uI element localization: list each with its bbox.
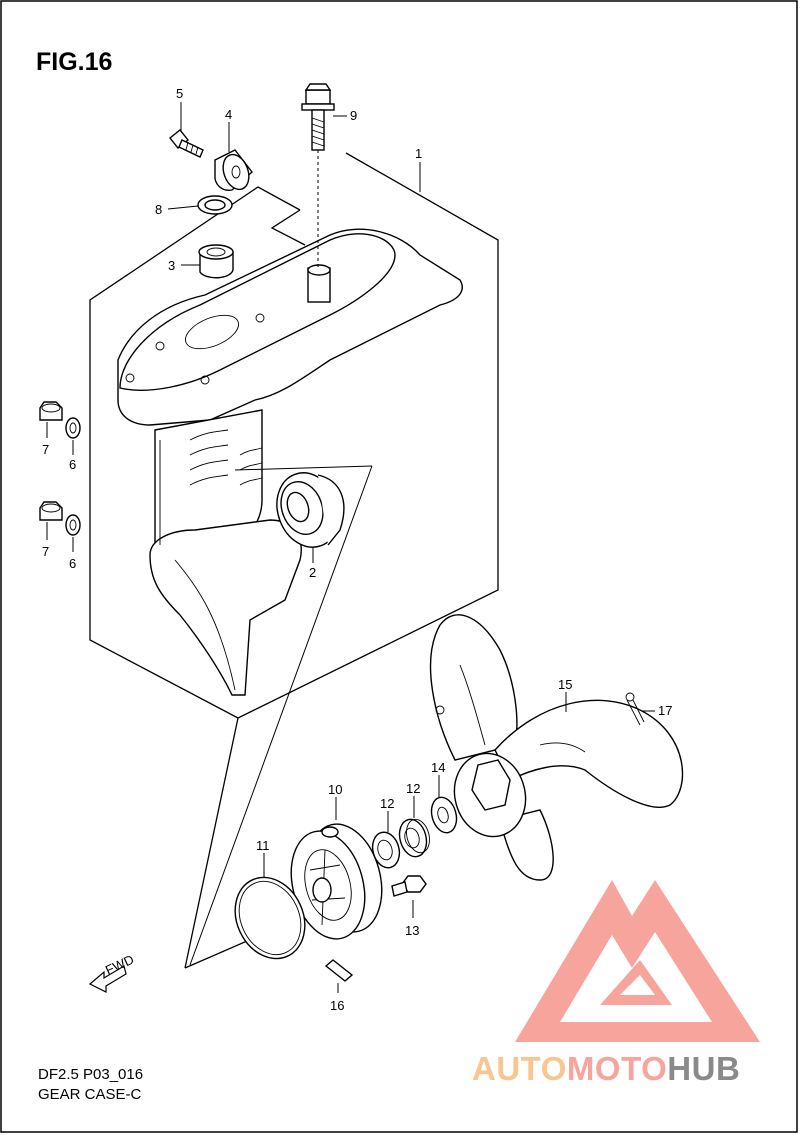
part-shear-pin bbox=[324, 959, 354, 982]
leader-lines bbox=[46, 102, 655, 993]
part-drain-plug-upper bbox=[39, 401, 81, 439]
part-propeller bbox=[429, 614, 684, 881]
part-bolt-housing bbox=[391, 875, 427, 897]
part-grommet bbox=[214, 149, 253, 191]
callout-11: 11 bbox=[256, 838, 270, 853]
callout-4: 4 bbox=[225, 107, 232, 122]
callout-2: 2 bbox=[309, 565, 316, 580]
callout-7-upper: 7 bbox=[42, 442, 49, 457]
callout-5: 5 bbox=[176, 86, 183, 101]
callout-12-right: 12 bbox=[406, 781, 420, 796]
callout-15: 15 bbox=[558, 677, 572, 692]
prop-shaft-guide-line bbox=[189, 465, 373, 966]
part-drain-plug-lower bbox=[39, 501, 81, 536]
figure-title: FIG.16 bbox=[36, 48, 113, 76]
part-bearing-small-a bbox=[371, 831, 401, 869]
watermark-text-moto: MOTO bbox=[566, 1050, 668, 1087]
part-shaft-housing bbox=[290, 823, 383, 940]
part-o-ring bbox=[234, 876, 306, 960]
callout-17: 17 bbox=[658, 703, 672, 718]
part-bushing bbox=[198, 244, 234, 279]
part-thrust-washer bbox=[430, 796, 458, 834]
callout-12-left: 12 bbox=[380, 796, 394, 811]
assembly-name: GEAR CASE-C bbox=[38, 1086, 142, 1103]
callout-14: 14 bbox=[431, 760, 445, 775]
part-bolt-long bbox=[301, 83, 335, 151]
callout-16: 16 bbox=[330, 998, 344, 1013]
callout-6-upper: 6 bbox=[69, 457, 76, 472]
callout-7-lower: 7 bbox=[42, 544, 49, 559]
callout-6-lower: 6 bbox=[69, 556, 76, 571]
model-code: DF2.5 P03_016 bbox=[38, 1066, 144, 1083]
part-bearing bbox=[276, 472, 345, 548]
part-bolt-small bbox=[169, 129, 204, 158]
callout-3: 3 bbox=[168, 258, 175, 273]
part-bearing-small-b bbox=[398, 818, 430, 858]
part-oil-seal bbox=[197, 195, 233, 215]
watermark-triangle-logo-icon bbox=[515, 880, 760, 1042]
callout-13: 13 bbox=[405, 923, 419, 938]
part-cotter-pin bbox=[625, 692, 645, 726]
callout-9: 9 bbox=[350, 108, 357, 123]
callout-8: 8 bbox=[155, 202, 162, 217]
gear-case-housing bbox=[117, 228, 463, 696]
watermark-text-hub: HUB bbox=[667, 1050, 741, 1087]
watermark-text-auto: AUTO bbox=[472, 1050, 567, 1087]
callout-10: 10 bbox=[328, 782, 342, 797]
watermark-brand-text: AUTOMOTOHUB bbox=[472, 1050, 740, 1088]
callout-1: 1 bbox=[415, 146, 422, 161]
fwd-arrow-icon: FWD bbox=[88, 952, 136, 993]
